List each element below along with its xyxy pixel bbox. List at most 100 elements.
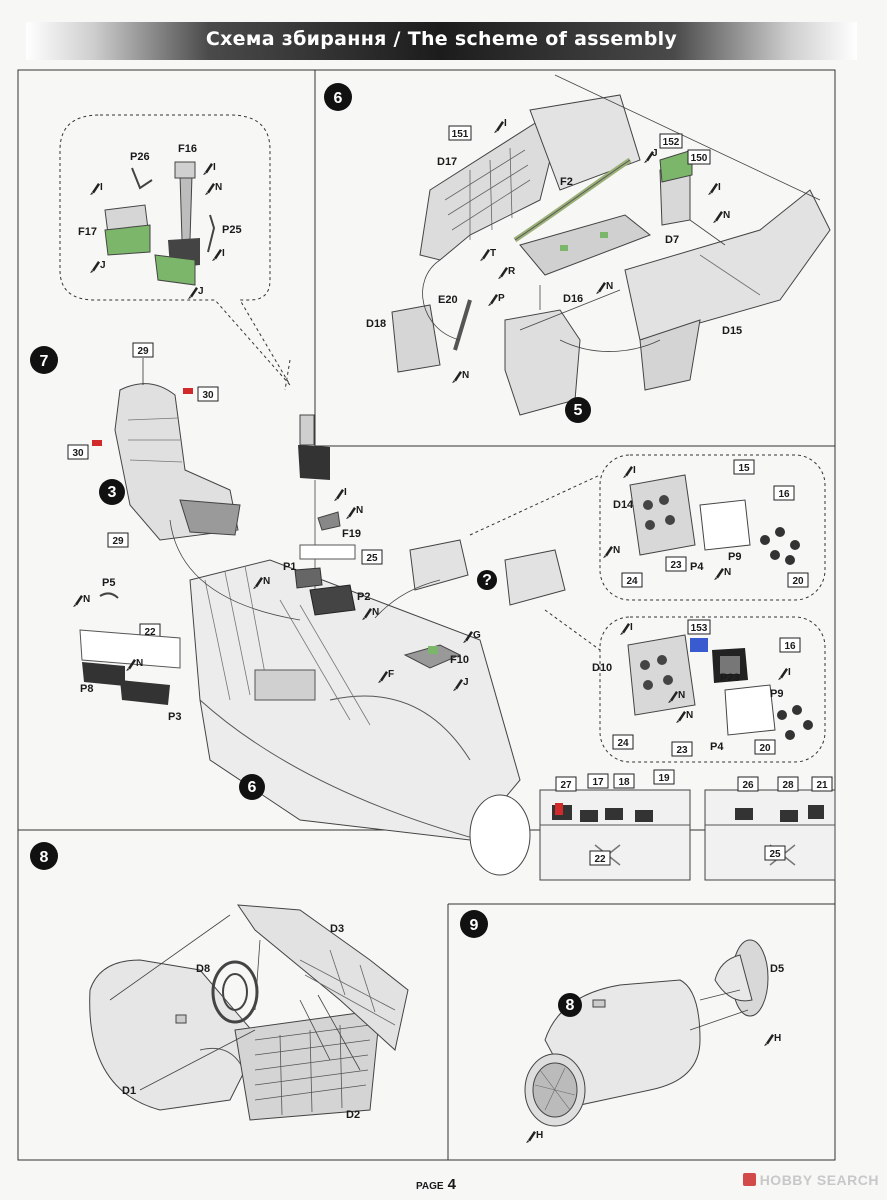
- part-p8: [82, 662, 125, 686]
- decal-sheet-25: [299, 544, 356, 560]
- svg-text:18: 18: [618, 777, 630, 788]
- decal-26: 26: [737, 776, 759, 792]
- svg-text:I: I: [718, 182, 721, 193]
- part-f19: [317, 511, 341, 531]
- svg-text:24: 24: [626, 576, 638, 587]
- svg-text:N: N: [613, 545, 620, 556]
- step-6-panel: 6 5: [324, 74, 831, 423]
- svg-text:N: N: [462, 370, 469, 381]
- step-8-number: 8: [40, 849, 49, 866]
- decal-17: 17: [587, 773, 609, 789]
- svg-text:25: 25: [366, 553, 378, 564]
- svg-text:J: J: [100, 260, 106, 271]
- decal-152: 152: [659, 133, 683, 149]
- svg-text:I: I: [213, 162, 216, 173]
- label-d14: D14: [613, 499, 634, 511]
- unknown-mark: ?: [482, 572, 492, 589]
- svg-text:153: 153: [691, 623, 708, 634]
- decal-16-a: 16: [773, 485, 795, 501]
- label-d18: D18: [366, 318, 386, 330]
- label-f17: F17: [78, 226, 97, 238]
- label-d2: D2: [346, 1109, 360, 1121]
- part-p1: [294, 567, 323, 589]
- step-7-badge: [30, 346, 58, 374]
- watermark-logo-icon: [742, 1173, 756, 1186]
- svg-text:26: 26: [742, 780, 754, 791]
- part-p3: [120, 680, 170, 705]
- label-d3: D3: [330, 923, 344, 935]
- decal-28: 28: [777, 776, 799, 792]
- svg-text:N: N: [372, 607, 379, 618]
- label-p2: P2: [357, 591, 370, 603]
- part-p2: [309, 584, 356, 616]
- svg-text:N: N: [724, 567, 731, 578]
- step-8-badge: [30, 842, 58, 870]
- label-d16: D16: [563, 293, 583, 305]
- red-decal-30a: [183, 388, 193, 394]
- ref-3-badge: [99, 479, 125, 505]
- label-p9-a: P9: [728, 551, 741, 563]
- part-d1: [89, 959, 261, 1111]
- decal-30-left: 30: [67, 444, 89, 460]
- svg-text:N: N: [136, 658, 143, 669]
- step-6-number: 6: [334, 90, 343, 107]
- stick-detail-bubble: P26 F16 P25 F17 I N I J I J: [59, 114, 291, 386]
- paint-callouts-step6: I J I N T R P N N: [452, 118, 730, 383]
- label-p25: P25: [222, 224, 242, 236]
- svg-text:I: I: [788, 667, 791, 678]
- label-d8: D8: [196, 963, 210, 975]
- svg-text:29: 29: [137, 346, 149, 357]
- decal-sheet-22: [79, 629, 181, 669]
- part-d18: [391, 304, 441, 373]
- decal-21: 21: [811, 776, 833, 792]
- label-p9-b: P9: [770, 688, 783, 700]
- svg-text:23: 23: [676, 745, 688, 756]
- step-9-badge: [460, 910, 488, 938]
- label-p26: P26: [130, 151, 150, 163]
- decal-19: 19: [653, 769, 675, 785]
- svg-text:29: 29: [112, 536, 124, 547]
- svg-text:20: 20: [759, 743, 771, 754]
- paint-callouts-step7: I N N N N N G F J: [73, 487, 481, 691]
- svg-text:150: 150: [691, 153, 708, 164]
- label-p3: P3: [168, 711, 181, 723]
- svg-text:23: 23: [670, 560, 682, 571]
- label-f16: F16: [178, 143, 197, 155]
- svg-text:N: N: [356, 505, 363, 516]
- step-6-badge: [324, 83, 352, 111]
- label-d10: D10: [592, 662, 612, 674]
- decal-22-view: 22: [589, 850, 611, 866]
- decal-30-right: 30: [197, 386, 219, 402]
- label-f19: F19: [342, 528, 361, 540]
- svg-text:N: N: [83, 594, 90, 605]
- ref-3-number: 3: [108, 484, 117, 501]
- svg-text:16: 16: [778, 489, 790, 500]
- watermark-text: HOBBY SEARCH: [759, 1172, 879, 1188]
- label-d5: D5: [770, 963, 784, 975]
- svg-text:I: I: [100, 182, 103, 193]
- svg-text:J: J: [652, 148, 658, 159]
- decal-23-b: 23: [671, 741, 693, 757]
- label-p1: P1: [283, 561, 296, 573]
- svg-text:I: I: [504, 118, 507, 129]
- decal-24-b: 24: [612, 734, 634, 750]
- svg-text:27: 27: [560, 780, 572, 791]
- svg-text:N: N: [678, 690, 685, 701]
- svg-text:H: H: [536, 1130, 543, 1141]
- svg-text:P: P: [498, 293, 505, 304]
- panel-detail-d10: D10 P23 P9 P4 153 16 24 23 20 I N N I: [592, 616, 826, 763]
- part-f16: [179, 174, 193, 241]
- paint-callouts-bubble: I N I J I J: [90, 162, 225, 299]
- label-f10: F10: [450, 654, 469, 666]
- decal-153: 153: [687, 619, 711, 635]
- ref-6-badge: [239, 774, 265, 800]
- part-p5: [99, 592, 119, 599]
- label-e20: E20: [438, 294, 458, 306]
- label-p5: P5: [102, 577, 115, 589]
- svg-text:20: 20: [792, 576, 804, 587]
- label-d7: D7: [665, 234, 679, 246]
- label-p4-a: P4: [690, 561, 704, 573]
- unknown-badge: [477, 570, 497, 590]
